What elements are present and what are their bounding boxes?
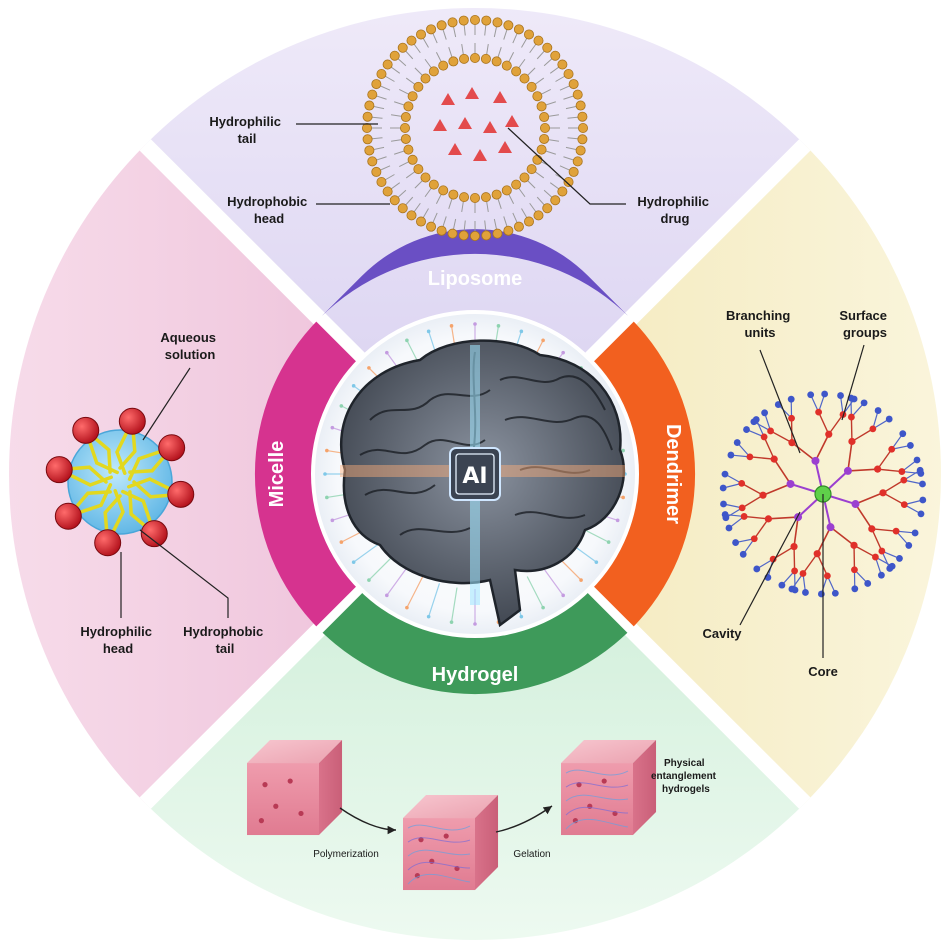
liposome-drug-label: Hydrophilic drug: [637, 194, 712, 226]
dendrimer-core-label: Core: [808, 664, 838, 679]
hydrogel-cube-entangled: [561, 740, 657, 836]
brain-folds: [359, 351, 613, 536]
hydrogel-cube-monomer: [247, 740, 343, 836]
ai-chip-label: AI: [462, 464, 487, 489]
micelle-aqueous-label: Aqueous solution: [160, 330, 219, 362]
polymerization-label: Polymerization: [313, 849, 379, 860]
liposome-title: Liposome: [428, 268, 522, 290]
ai-chip-icon: [449, 447, 501, 501]
micelle-head-label: Hydrophilic head: [80, 624, 155, 656]
liposome-tail-label: Hydrophilic tail: [209, 114, 284, 146]
gelation-label: Gelation: [513, 849, 550, 860]
liposome-head-label: Hydrophobic head: [227, 194, 311, 226]
hydrophilic-drug-particles: [433, 87, 519, 161]
hydrogel-quadrant: [9, 474, 941, 940]
liposome-bilayer: [361, 14, 589, 241]
liposome-band[interactable]: [319, 229, 631, 319]
micelle-quadrant: [9, 8, 475, 940]
physical-entanglement-label: Physical entanglement hydrogels: [651, 758, 719, 795]
dendrimer-quadrant: [475, 8, 941, 940]
micelle-tail-label: Hydrophobic tail: [183, 624, 267, 656]
ai-brain-center: AI: [311, 310, 639, 638]
dendrimer-branching-label: Branching units: [726, 308, 794, 340]
micelle-illustration: [45, 407, 195, 557]
dendrimer-cavity-label: Cavity: [702, 626, 742, 641]
dendrimer-title: Dendrimer: [662, 424, 684, 524]
hydrogel-cube-polymer: [403, 795, 499, 891]
micelle-title: Micelle: [266, 441, 288, 508]
liposome-illustration: [361, 14, 589, 241]
dendrimer-surface-label: Surface groups: [839, 308, 890, 340]
hydrogel-title: Hydrogel: [432, 664, 519, 686]
hydrogel-illustration: [247, 740, 657, 891]
